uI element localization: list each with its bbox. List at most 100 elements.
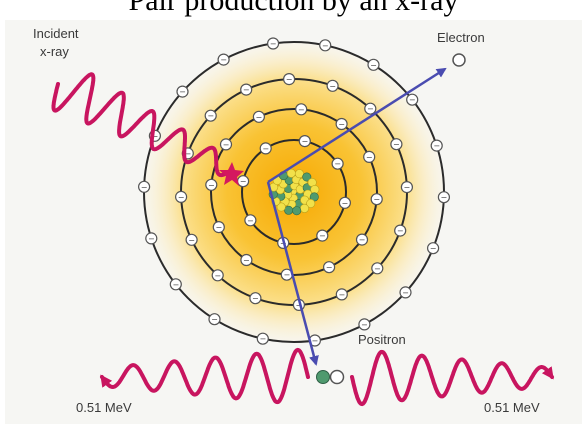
shell-electron: − xyxy=(244,214,257,227)
electron-charge-sign: − xyxy=(188,236,195,245)
electron-dot xyxy=(371,262,384,275)
proton xyxy=(294,169,304,179)
shell-electron: − xyxy=(331,157,344,170)
shell-electron: − xyxy=(399,286,412,299)
electron-charge-sign: − xyxy=(366,153,373,162)
shell-electron: − xyxy=(390,138,403,151)
electron-charge-sign: − xyxy=(404,183,411,192)
electron-dot xyxy=(364,102,377,115)
electron-charge-sign: − xyxy=(397,227,404,236)
electron-charge-sign: − xyxy=(338,120,345,129)
shell-electron: − xyxy=(316,229,329,242)
electron-dot xyxy=(283,72,296,86)
electron-dot xyxy=(367,58,380,71)
electron-dot xyxy=(331,157,344,170)
shell-electron: − xyxy=(326,79,339,92)
electron-charge-sign: − xyxy=(252,294,259,303)
electron-dot xyxy=(358,318,371,331)
electron-charge-sign: − xyxy=(270,40,277,49)
shell-electron: − xyxy=(211,269,224,282)
electron-charge-sign: − xyxy=(178,193,185,202)
proton xyxy=(276,202,286,212)
ejected-electron xyxy=(452,53,466,67)
incident-x-ray-wave xyxy=(51,72,234,178)
electron-dot xyxy=(399,286,412,299)
electron-charge-sign: − xyxy=(215,223,222,232)
shell-electron: − xyxy=(295,103,308,116)
electron-charge-sign: − xyxy=(179,88,186,97)
electron-dot xyxy=(240,253,253,267)
shell-electron: − xyxy=(240,253,253,267)
electron-label: Electron xyxy=(437,30,485,45)
shell-electron: − xyxy=(237,175,250,188)
electron-charge-sign: − xyxy=(319,232,326,241)
electron-charge-sign: − xyxy=(141,183,148,192)
shell-electron: − xyxy=(208,313,221,326)
shell-electron: − xyxy=(267,37,280,50)
electron-charge-sign: − xyxy=(329,82,336,91)
shell-electron: − xyxy=(259,142,272,155)
shell-electron: − xyxy=(363,150,376,163)
electron-charge-sign: − xyxy=(148,234,155,243)
second-shell xyxy=(210,108,378,276)
electron-charge-sign: − xyxy=(334,160,341,169)
electron-dot xyxy=(256,332,269,345)
electron-dot xyxy=(252,110,265,123)
electron-charge-sign: − xyxy=(373,195,380,204)
electron-charge-sign: − xyxy=(211,315,218,324)
left-energy-label: 0.51 MeV xyxy=(76,400,132,415)
shell-electron: − xyxy=(338,196,351,209)
electron-charge-sign: − xyxy=(441,193,448,202)
electron-dot xyxy=(326,79,339,92)
electron-dot xyxy=(267,37,280,50)
shell-electron: − xyxy=(205,178,218,191)
electron-dot xyxy=(298,135,311,148)
neutron xyxy=(302,172,312,182)
shell-electron: − xyxy=(323,261,336,274)
electron-charge-sign: − xyxy=(298,105,305,114)
electron-dot xyxy=(240,83,253,96)
electron-charge-sign: − xyxy=(361,320,368,329)
electron-charge-sign: − xyxy=(220,56,227,65)
electron-dot xyxy=(212,221,225,234)
incident-label-line1: Incident xyxy=(33,26,79,41)
electron-charge-sign: − xyxy=(152,132,159,141)
shell-electron: − xyxy=(430,139,443,152)
electron-dot xyxy=(259,142,272,155)
interaction-star-icon xyxy=(219,162,244,186)
electron-dot xyxy=(217,53,230,66)
electron-charge-sign: − xyxy=(262,144,269,153)
electron-charge-sign: − xyxy=(243,86,250,95)
shell-electron: − xyxy=(204,109,217,122)
electron-charge-sign: − xyxy=(214,271,221,280)
positron-particle xyxy=(316,370,330,384)
shell-electron: − xyxy=(358,318,371,331)
shell-electron: − xyxy=(364,102,377,115)
electron-charge-sign: − xyxy=(342,199,349,208)
electron-dot xyxy=(208,313,221,326)
electron-dot xyxy=(204,109,217,122)
electron-dot xyxy=(427,242,440,255)
electron-charge-sign: − xyxy=(326,263,333,272)
shell-electron: − xyxy=(367,58,380,71)
electron-path-arrow xyxy=(267,67,447,184)
electron-charge-sign: − xyxy=(370,61,377,70)
shell-electron: − xyxy=(240,83,253,96)
electron-charge-sign: − xyxy=(402,288,409,297)
electron-dot xyxy=(295,103,308,116)
electron-dot xyxy=(169,278,182,291)
shell-electron: − xyxy=(400,181,413,194)
shell-electron: − xyxy=(394,224,407,237)
electron-dot xyxy=(175,190,188,203)
electron-charge-sign: − xyxy=(359,236,366,245)
shell-electron: − xyxy=(319,39,332,52)
shell-electron: − xyxy=(176,85,189,98)
electron-charge-sign: − xyxy=(208,181,215,190)
electron-dot xyxy=(249,292,262,305)
positron-label: Positron xyxy=(358,332,406,347)
electron-dot xyxy=(335,288,348,301)
electron-dot xyxy=(390,138,403,151)
shell-electron: − xyxy=(138,180,151,193)
electron-charge-sign: − xyxy=(243,256,250,265)
